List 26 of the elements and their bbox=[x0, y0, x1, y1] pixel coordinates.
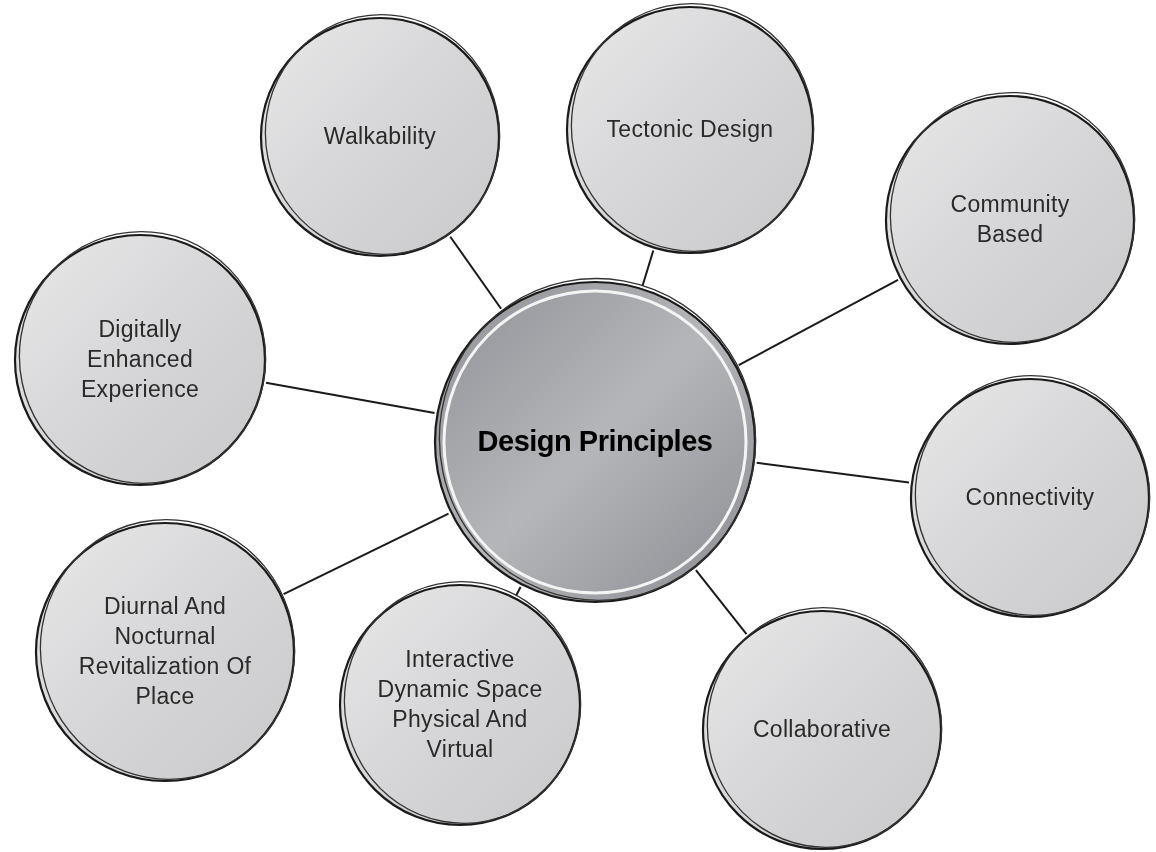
topic-circle bbox=[33, 520, 297, 784]
topic-label: Diurnal And Nocturnal Revitalization Of Place bbox=[77, 592, 253, 711]
topic-label: Tectonic Design bbox=[606, 115, 774, 145]
connector-line bbox=[641, 249, 655, 288]
connector-line bbox=[264, 381, 436, 415]
connector-line bbox=[282, 512, 450, 596]
topic-circle bbox=[12, 232, 268, 488]
topic-circle bbox=[337, 582, 583, 828]
topic-label: Interactive Dynamic Space Physical And Virtual bbox=[377, 645, 543, 764]
connector-line bbox=[515, 586, 522, 597]
topic-label: Connectivity bbox=[965, 483, 1095, 513]
central-circle bbox=[432, 279, 758, 605]
connector-line bbox=[694, 569, 748, 636]
connector-line bbox=[755, 461, 910, 484]
central-title: Design Principles bbox=[477, 424, 713, 460]
connector-line bbox=[449, 235, 503, 310]
topic-label: Collaborative bbox=[752, 715, 892, 745]
topic-label: Community Based bbox=[949, 190, 1071, 249]
topic-circle bbox=[908, 376, 1152, 620]
topic-circle bbox=[564, 4, 816, 256]
topic-circle bbox=[258, 15, 502, 259]
connector-line bbox=[737, 278, 899, 367]
topic-label: Digitally Enhanced Experience bbox=[79, 315, 201, 404]
topic-circle bbox=[883, 93, 1137, 347]
topic-label: Walkability bbox=[323, 122, 437, 152]
topic-circle bbox=[700, 608, 944, 852]
